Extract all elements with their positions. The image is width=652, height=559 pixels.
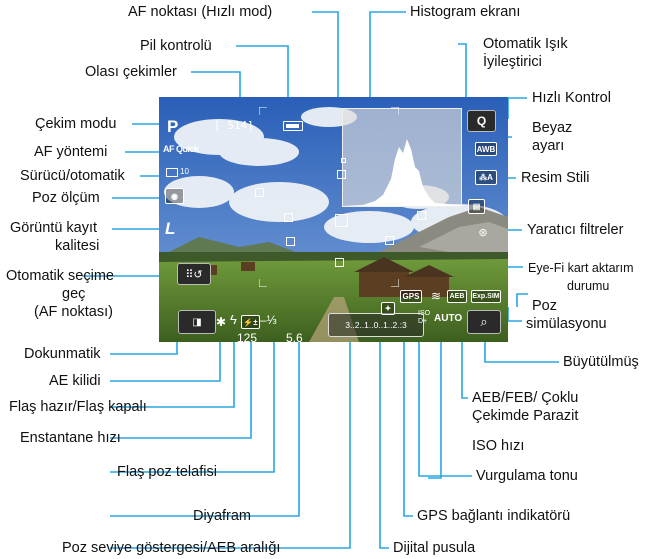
drive-single-icon: [166, 168, 178, 177]
af-point-marker: [341, 158, 346, 163]
shutter-speed-value: 125: [237, 331, 258, 342]
af-point: [386, 192, 395, 201]
label-image-quality-line1: Görüntü kayıt: [10, 220, 98, 236]
label-af-method: AF yöntemi: [34, 144, 108, 160]
digital-compass-icon: ✦: [381, 302, 395, 315]
label-aeb-line1: AEB/FEB/ Çoklu: [472, 390, 579, 406]
aperture-value: 5.6: [286, 331, 303, 342]
flash-comp-value: –⅓: [260, 313, 277, 327]
label-touch-shutter: Dokunmatik: [24, 346, 101, 362]
af-point: [255, 188, 264, 197]
self-timer-value: 10: [180, 167, 189, 176]
creative-filter-icon[interactable]: ⊛: [478, 226, 488, 239]
label-picture-style: Resim Stili: [521, 170, 590, 186]
label-af-point-quick: AF noktası (Hızlı mod): [128, 4, 273, 20]
label-switch-auto-line3: (AF noktası): [34, 304, 113, 320]
white-balance-icon: AWB: [475, 142, 497, 156]
label-metering: Poz ölçüm: [32, 190, 100, 206]
picture-style-icon: ⁂A: [475, 170, 497, 185]
auto-lighting-optimizer-icon: ▤: [468, 199, 485, 214]
flash-comp-icon: ⚡±: [241, 315, 260, 329]
label-alo-line2: İyileştirici: [483, 54, 542, 70]
exposure-level-scale: 3..2..1..0..1..2.:3: [328, 313, 424, 337]
label-digital-compass: Dijital pusula: [393, 540, 476, 556]
label-quick-control: Hızlı Kontrol: [532, 90, 611, 106]
af-point: [337, 170, 346, 179]
label-exposure-level: Poz seviye göstergesi/AEB aralığı: [62, 540, 281, 556]
aeb-icon: AEB: [447, 290, 467, 303]
label-white-balance-line2: ayarı: [532, 138, 565, 154]
quick-control-button[interactable]: Q: [467, 110, 496, 132]
label-switch-auto-line1: Otomatik seçime: [6, 268, 114, 284]
histogram-display: [342, 108, 462, 207]
label-highlight-tone: Vurgulama tonu: [476, 468, 578, 484]
camera-live-view-screen: P [ 514] AF Quick 10 ◉ L Q AWB ⁂A ▤ ⊛ ⠿↺…: [159, 97, 508, 342]
magnify-button[interactable]: ⌕: [467, 310, 501, 334]
label-eyefi-line1: Eye-Fi kart aktarım: [528, 261, 634, 275]
switch-auto-selection-button[interactable]: ⠿↺: [177, 263, 211, 285]
label-iso-speed: ISO hızı: [472, 438, 525, 454]
af-point: [385, 236, 394, 245]
label-white-balance-line1: Beyaz: [532, 120, 573, 136]
label-creative-filters: Yaratıcı filtreler: [527, 222, 624, 238]
eyefi-icon: ≋: [431, 289, 442, 303]
label-aeb-line2: Çekimde Parazit: [472, 408, 579, 424]
shooting-mode-value: P: [167, 117, 179, 136]
label-flash-ready: Flaş hazır/Flaş kapalı: [9, 399, 147, 415]
af-point: [286, 237, 295, 246]
label-magnified: Büyütülmüş: [563, 354, 639, 370]
gps-indicator: GPS: [400, 290, 422, 303]
histogram-curve: [343, 139, 461, 206]
label-shooting-mode: Çekim modu: [35, 116, 117, 132]
battery-icon: [283, 121, 303, 131]
label-image-quality-line2: kalitesi: [55, 238, 100, 254]
label-exposure-sim-line1: Poz: [532, 298, 557, 314]
af-method-value: AF Quick: [163, 144, 199, 154]
label-flash-comp: Flaş poz telafisi: [117, 464, 217, 480]
label-shutter-speed: Enstantane hızı: [20, 430, 121, 446]
label-battery: Pil kontrolü: [140, 38, 212, 54]
shots-remaining-value: [ 514]: [214, 119, 254, 132]
af-point-selected[interactable]: [335, 214, 348, 227]
label-eyefi-line2: durumu: [567, 279, 610, 293]
label-histogram: Histogram ekranı: [410, 4, 521, 20]
metering-icon: ◉: [165, 188, 184, 204]
label-ae-lock: AE kilidi: [49, 373, 101, 389]
label-drive: Sürücü/otomatik: [20, 168, 125, 184]
flash-ready-icon: ϟ: [230, 312, 237, 327]
af-area-frame: [259, 107, 399, 287]
label-shots: Olası çekimler: [85, 64, 177, 80]
iso-value: AUTO: [434, 313, 463, 324]
label-alo-line1: Otomatik Işık: [483, 36, 568, 52]
af-point: [335, 258, 344, 267]
label-switch-auto-line2: geç: [62, 286, 86, 302]
image-quality-value: L: [165, 219, 176, 238]
af-point: [417, 211, 426, 220]
touch-shutter-button[interactable]: ◨: [178, 310, 216, 334]
af-point: [284, 213, 293, 222]
label-aperture: Diyafram: [193, 508, 252, 524]
exposure-simulation-icon: Exp.SIM: [471, 290, 501, 303]
label-exposure-sim-line2: simülasyonu: [526, 316, 607, 332]
label-gps-indicator: GPS bağlantı indikatörü: [417, 508, 571, 524]
ae-lock-icon: ✱: [216, 315, 227, 329]
